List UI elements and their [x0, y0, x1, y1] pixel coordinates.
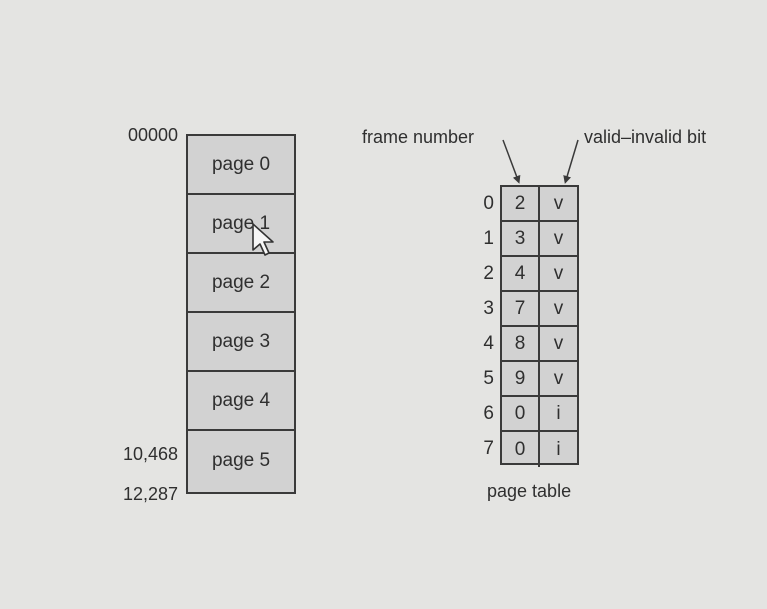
- mouse-pointer-icon: [252, 223, 274, 256]
- valid-bit-cell: v: [553, 262, 564, 284]
- page-table-index-4: 4: [483, 333, 494, 354]
- frame-number-cell: 8: [502, 327, 540, 360]
- page-table-index-3: 3: [483, 298, 494, 319]
- page-table-index-1: 1: [483, 228, 494, 249]
- frame-number-cell: 0: [502, 397, 540, 430]
- page-box-1: page 1: [188, 195, 294, 254]
- valid-bit-cell: v: [553, 227, 564, 249]
- page-table-row: 3 v: [502, 222, 577, 257]
- page-table-row: 4 v: [502, 257, 577, 292]
- address-end-label: 12,287: [122, 484, 178, 504]
- valid-bit-arrow: [563, 139, 579, 184]
- frame-number-cell: 3: [502, 222, 540, 255]
- address-start-label: 00000: [127, 125, 178, 145]
- valid-bit-cell: i: [556, 438, 561, 460]
- frame-number-cell: 0: [502, 432, 540, 467]
- valid-bit-cell: v: [553, 192, 564, 214]
- valid-bit-cell: v: [553, 367, 564, 389]
- page-table-index-6: 6: [483, 403, 494, 424]
- frame-number-label: frame number: [362, 127, 475, 147]
- valid-invalid-bit-label: valid–invalid bit: [584, 127, 707, 147]
- frame-number-cell: 9: [502, 362, 540, 395]
- page-table-index-0: 0: [483, 193, 494, 214]
- page-box-3: page 3: [188, 313, 294, 372]
- frame-number-cell: 4: [502, 257, 540, 290]
- page-table-row: 0 i: [502, 397, 577, 432]
- page-table: 2 v 3 v 4 v 7 v 8 v 9 v 0 i 0 i: [500, 185, 579, 467]
- page-box-4: page 4: [188, 372, 294, 431]
- valid-bit-cell: i: [556, 402, 561, 424]
- page-table-row: 0 i: [502, 432, 577, 467]
- valid-bit-cell: v: [553, 332, 564, 354]
- page-box-2: page 2: [188, 254, 294, 313]
- page-table-row: 2 v: [502, 187, 577, 222]
- page-table-row: 8 v: [502, 327, 577, 362]
- logical-memory: page 0 page 1 page 2 page 3 page 4 page …: [186, 134, 296, 494]
- valid-bit-cell: v: [553, 297, 564, 319]
- frame-number-arrow: [502, 139, 521, 184]
- page-table-row: 9 v: [502, 362, 577, 397]
- address-page5-label: 10,468: [122, 444, 178, 464]
- frame-number-cell: 2: [502, 187, 540, 220]
- page-table-caption: page table: [487, 481, 572, 501]
- frame-number-cell: 7: [502, 292, 540, 325]
- page-box-5: page 5: [211, 449, 271, 471]
- page-table-row: 7 v: [502, 292, 577, 327]
- page-table-index-2: 2: [483, 263, 494, 284]
- page-table-index-7: 7: [483, 438, 494, 459]
- page-box-0: page 0: [188, 136, 294, 195]
- page-table-index-5: 5: [483, 368, 494, 389]
